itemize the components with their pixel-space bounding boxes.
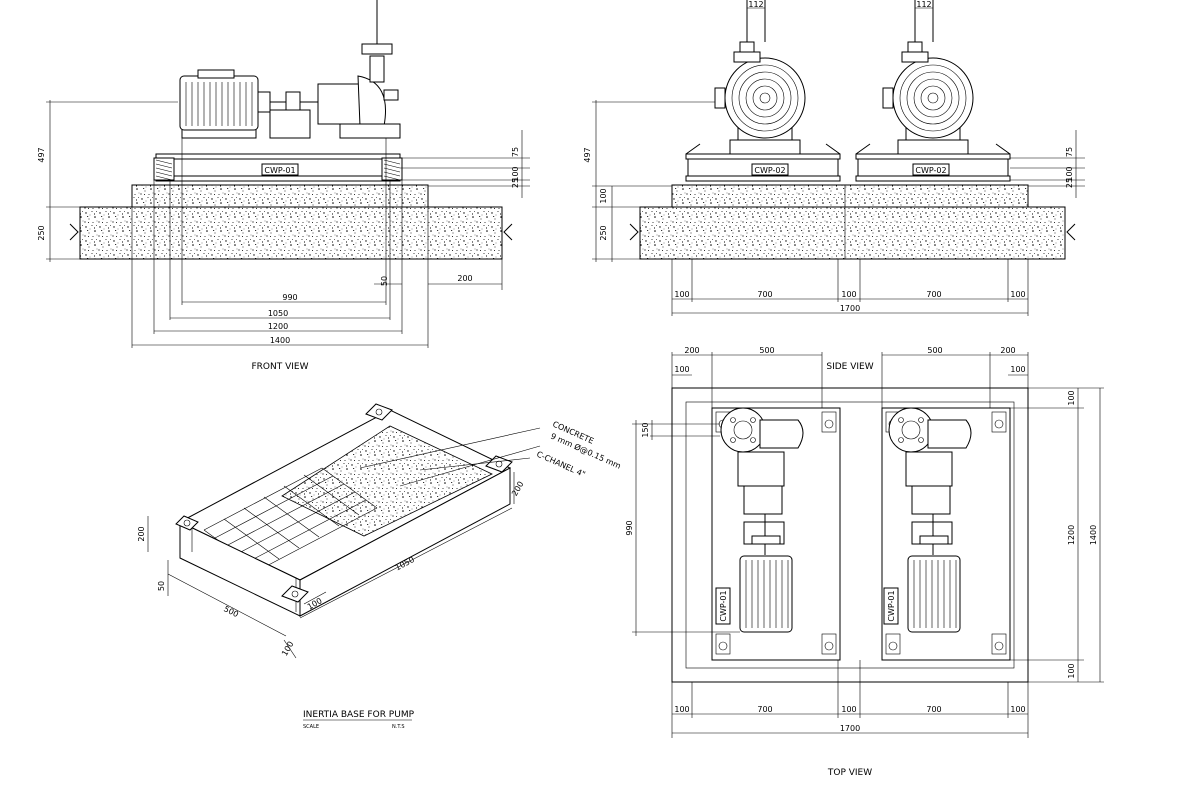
top-dim-t5: 100 [674,365,689,374]
side-tag-left: CWP-02 [754,166,785,175]
front-dim-1200: 1200 [268,322,288,331]
front-dim-50: 50 [380,276,389,286]
top-dim-b4: 700 [926,705,941,714]
top-dim-total: 1700 [840,724,860,733]
top-dim-r1200: 1200 [1067,525,1076,545]
top-unit-right: CWP-01 [881,407,1011,661]
top-dim-b5: 100 [1010,705,1025,714]
top-dim-b1: 100 [674,705,689,714]
top-unit-left: CWP-01 [711,407,841,661]
iso-dim-200: 200 [137,526,146,541]
side-dim-b2: 700 [757,290,772,299]
side-housekeeping-pad [671,184,1029,208]
front-view: CWP-01 [37,0,530,372]
side-dim-b4: 700 [926,290,941,299]
top-dim-150: 150 [641,422,650,437]
top-view-right-dims: 100 1200 1400 100 [1010,387,1104,683]
side-dim-75: 75 [1065,147,1074,157]
top-dim-t6: 100 [1010,365,1025,374]
iso-rebar-grid [203,467,378,571]
side-unit-left: CWP-02 [685,0,841,182]
side-dim-total: 1700 [840,304,860,313]
top-view-bottom-dims: 100 700 100 700 100 1700 [671,660,1029,738]
top-tag-right: CWP-01 [887,590,896,621]
iso-title: INERTIA BASE FOR PUMP [303,710,415,720]
side-dim-b1: 100 [674,290,689,299]
side-dim-497: 497 [583,147,592,162]
top-dim-990: 990 [625,520,634,535]
front-right-dims: 75 100 25 [400,130,530,198]
front-pump [317,0,401,139]
iso-label-channel: C-CHANEL 4" [535,450,586,480]
iso-concrete-fill [281,425,493,537]
front-view-title: FRONT VIEW [251,362,308,372]
iso-scale-value: N.T.S [392,724,405,730]
front-coupling [269,91,320,139]
top-tag-left: CWP-01 [719,590,728,621]
front-motor [179,69,271,139]
top-dim-b3: 100 [841,705,856,714]
front-tag: CWP-01 [264,166,295,175]
top-dim-r100a: 100 [1067,390,1076,405]
side-floor-slab [639,206,1066,260]
front-dim-497: 497 [37,147,46,162]
top-dim-r1400: 1400 [1089,525,1098,545]
side-dim-25: 25 [1065,178,1074,188]
front-spring-isolators [153,157,403,181]
side-left-dims: 497 100 250 [583,100,715,262]
front-dim-100: 100 [511,166,520,181]
front-dim-990: 990 [282,293,297,302]
front-left-dims: 497 250 [37,100,178,262]
side-dim-250: 250 [599,225,608,240]
front-floor-slab [79,206,503,260]
side-top-dims: 112 112 [747,0,933,9]
front-dim-1050: 1050 [268,309,288,318]
top-view-left-dims: 990 150 [625,420,740,636]
top-dim-b2: 700 [757,705,772,714]
side-unit-right: CWP-02 [855,0,1011,182]
front-dim-250: 250 [37,225,46,240]
top-dim-t4: 200 [1000,346,1015,355]
top-dim-r100b: 100 [1067,663,1076,678]
top-view-top-dims: 200 500 500 200 100 100 [671,346,1029,408]
iso-dim-200-right: 200 [510,480,525,498]
front-bottom-dims: 990 1050 1200 1400 50 200 [131,138,503,348]
side-view: CWP-02 CWP-02 [583,0,1085,372]
side-dim-100: 100 [1065,166,1074,181]
side-right-dims: 75 100 25 [1010,130,1085,198]
side-dim-b3: 100 [841,290,856,299]
top-dim-t3: 500 [927,346,942,355]
iso-dim-50: 50 [157,581,166,591]
side-tag-right: CWP-02 [915,166,946,175]
side-dim-100-left: 100 [599,188,608,203]
iso-lifting-lugs [175,403,513,603]
side-view-title: SIDE VIEW [826,362,873,372]
front-dim-25: 25 [511,178,520,188]
iso-dim-500: 500 [222,604,240,619]
front-dim-1400: 1400 [270,336,290,345]
front-housekeeping-pad [131,184,429,208]
side-dim-112-right: 112 [916,0,931,9]
iso-scale-label: SCALE [303,724,319,730]
side-dim-112-left: 112 [748,0,763,9]
top-view: CWP-01 CWP- [625,346,1104,778]
iso-dim-100b: 100 [280,640,295,658]
top-dim-t1: 200 [684,346,699,355]
top-view-title: TOP VIEW [827,768,872,778]
inertia-base-isometric: CONCRETE 9 mm Ø@0.15 mm C-CHANEL 4" 1050… [137,403,623,730]
top-dim-t2: 500 [759,346,774,355]
front-dim-200: 200 [457,274,472,283]
side-bottom-dims: 100 700 100 700 100 1700 [671,259,1029,316]
side-dim-b5: 100 [1010,290,1025,299]
front-dim-75: 75 [511,147,520,157]
